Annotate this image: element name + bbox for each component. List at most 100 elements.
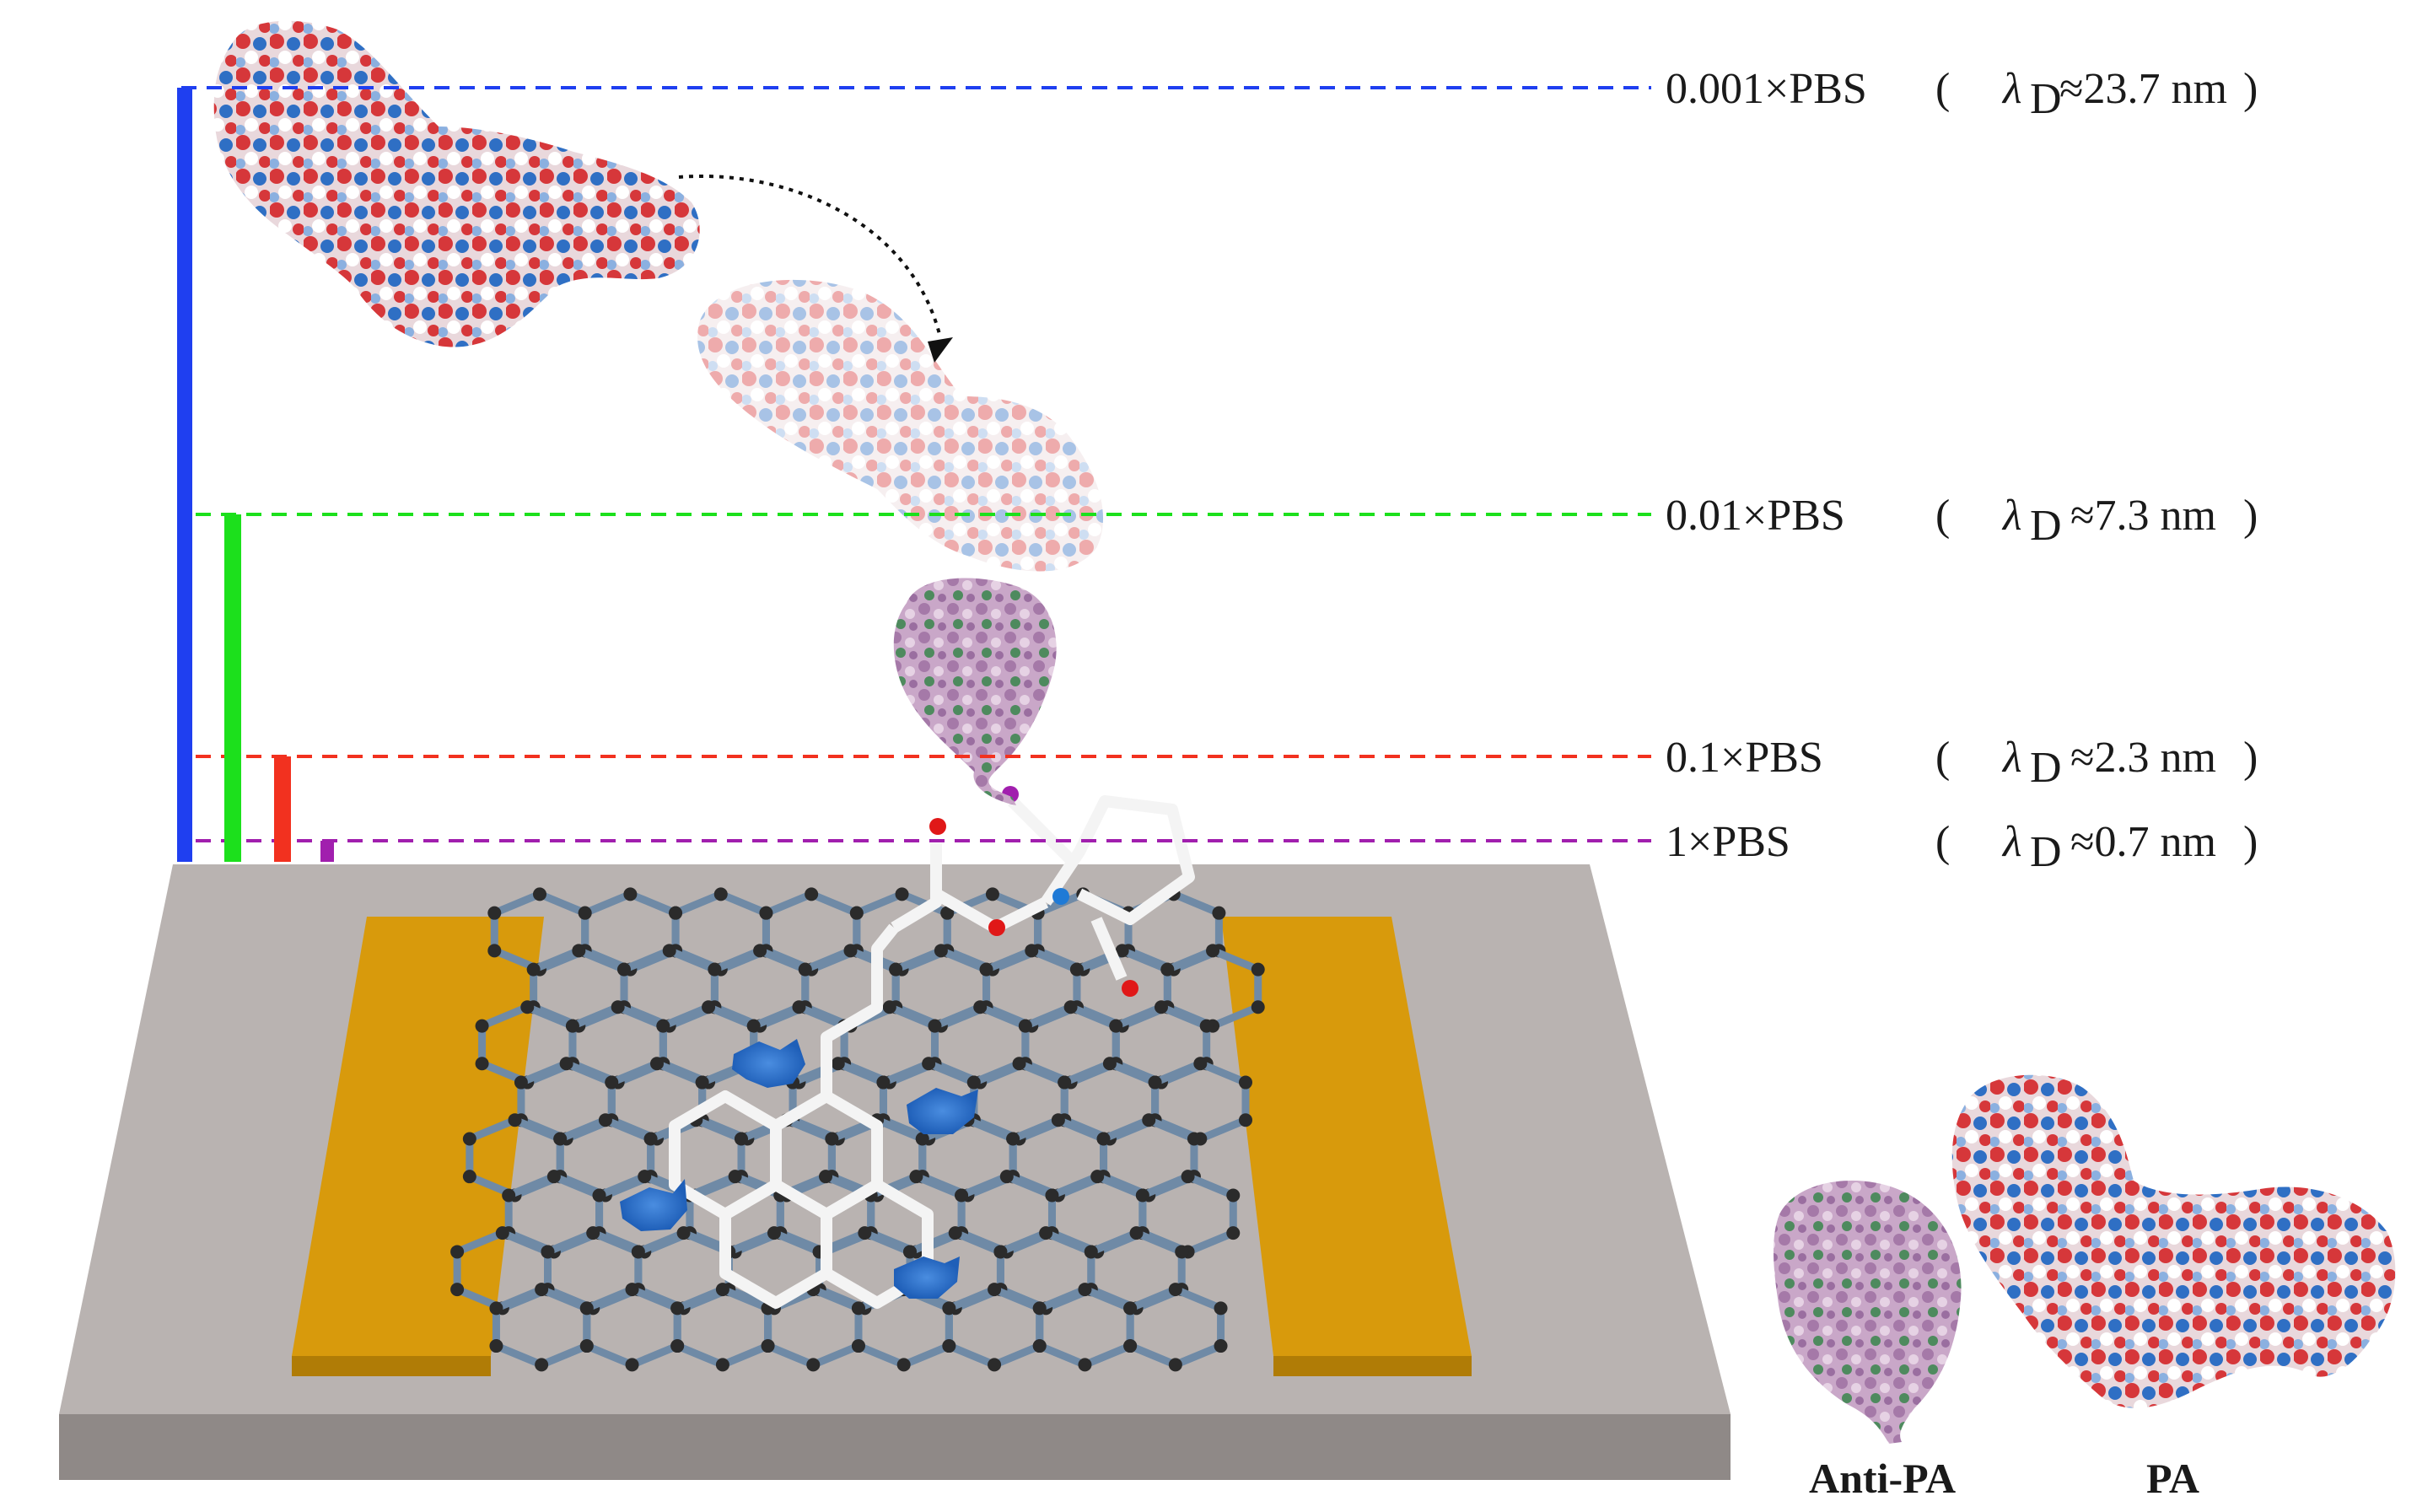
carbon-atom — [656, 1019, 670, 1033]
carbon-atom — [559, 1057, 573, 1071]
carbon-atom — [1069, 962, 1084, 977]
carbon-atom — [1212, 906, 1226, 920]
svg-text:(: ( — [1935, 818, 1950, 866]
carbon-atom — [806, 1358, 821, 1372]
carbon-atom — [520, 1000, 535, 1014]
svg-text:): ) — [2243, 818, 2258, 866]
carbon-atom — [753, 944, 767, 958]
svg-text:λ: λ — [2001, 65, 2022, 113]
carbon-atom — [876, 1075, 891, 1090]
pyrene-anchor — [669, 795, 1195, 1309]
carbon-atom — [1078, 1283, 1092, 1297]
carbon-atom — [988, 1283, 1002, 1297]
svg-text:≈23.7 nm: ≈23.7 nm — [2059, 65, 2227, 113]
svg-text:D: D — [2030, 75, 2062, 123]
legend-antibody — [1774, 1181, 1962, 1444]
carbon-atom — [1025, 944, 1039, 958]
carbon-atom — [578, 906, 592, 920]
carbon-atom — [1039, 1226, 1053, 1240]
carbon-atom — [508, 1113, 522, 1127]
carbon-atom — [487, 906, 502, 920]
carbon-atom — [708, 962, 722, 977]
svg-text:0.1×PBS: 0.1×PBS — [1666, 734, 1823, 782]
carbon-atom — [940, 906, 955, 920]
binding-arrow — [678, 175, 942, 338]
carbon-atom — [1168, 1358, 1182, 1372]
drain-electrode — [1221, 917, 1472, 1356]
surface-blobs — [620, 1039, 978, 1299]
carbon-atom — [487, 944, 502, 958]
carbon-atom — [1018, 1019, 1032, 1033]
carbon-atom — [979, 962, 993, 977]
carbon-atom — [605, 1075, 619, 1090]
level-label-01: 0.1×PBS ( λ D ≈2.3 nm ) — [1666, 734, 2258, 792]
carbon-atom — [948, 1226, 962, 1240]
carbon-atom — [649, 1057, 664, 1071]
carbon-atom — [713, 887, 728, 901]
carbon-atom — [966, 1075, 981, 1090]
carbon-atom — [475, 1057, 489, 1071]
carbon-atom — [1045, 1188, 1059, 1203]
legend-pa-protein — [1951, 1074, 2396, 1408]
carbon-atom — [535, 1283, 549, 1297]
carbon-atom — [903, 1245, 918, 1259]
carbon-atom — [1123, 1301, 1138, 1316]
svg-text:): ) — [2243, 734, 2258, 782]
carbon-atom — [702, 1000, 716, 1014]
level-label-001: 0.01×PBS ( λ D ≈7.3 nm ) — [1666, 492, 2258, 550]
carbon-atom — [450, 1283, 465, 1297]
carbon-atom — [1226, 1226, 1241, 1240]
svg-text:): ) — [2243, 65, 2258, 113]
carbon-atom — [533, 887, 546, 901]
carbon-atom — [670, 1339, 685, 1353]
carbon-atom — [761, 1339, 775, 1353]
svg-text:1×PBS: 1×PBS — [1666, 818, 1790, 866]
svg-text:D: D — [2030, 502, 2062, 550]
carbon-atom — [572, 944, 586, 958]
carbon-atom — [1154, 1000, 1168, 1014]
carbon-atom — [489, 1339, 503, 1353]
svg-text:≈0.7 nm: ≈0.7 nm — [2070, 818, 2216, 866]
carbon-atom — [895, 887, 909, 901]
carbon-atom — [1102, 1057, 1117, 1071]
source-electrode-side — [292, 1356, 491, 1376]
bar-001 — [224, 514, 241, 862]
carbon-atom — [825, 1132, 839, 1146]
carbon-atom — [553, 1132, 568, 1146]
svg-text:(: ( — [1935, 65, 1950, 113]
carbon-atom — [735, 1132, 749, 1146]
carbon-atom — [546, 1170, 561, 1184]
carbon-atom — [625, 1358, 639, 1372]
carbon-atom — [792, 1000, 806, 1014]
carbon-atom — [909, 1170, 923, 1184]
svg-text:0.001×PBS: 0.001×PBS — [1666, 65, 1867, 113]
carbon-atom — [843, 944, 858, 958]
carbon-atom — [1078, 1358, 1092, 1372]
bar-0001 — [177, 88, 192, 862]
carbon-atom — [586, 1226, 600, 1240]
legend-label-pa: PA — [2146, 1455, 2199, 1502]
carbon-atom — [955, 1188, 969, 1203]
carbon-atom — [1032, 1301, 1047, 1316]
svg-text:(: ( — [1935, 492, 1950, 540]
carbon-atom — [541, 1245, 555, 1259]
linker-atoms — [929, 786, 1138, 997]
carbon-atom — [1129, 1226, 1144, 1240]
svg-text:(: ( — [1935, 734, 1950, 782]
carbon-atom — [1251, 962, 1265, 977]
carbon-atom — [1123, 1339, 1138, 1353]
svg-text:D: D — [2030, 828, 2062, 876]
carbon-atom — [669, 906, 683, 920]
drain-electrode-side — [1273, 1356, 1472, 1376]
carbon-atom — [1206, 944, 1220, 958]
carbon-atom — [1051, 1113, 1065, 1127]
carbon-atom — [934, 944, 948, 958]
svg-text:0.01×PBS: 0.01×PBS — [1666, 492, 1845, 540]
carbon-atom — [759, 906, 773, 920]
carbon-atom — [1214, 1339, 1228, 1353]
carbon-atom — [767, 1226, 781, 1240]
svg-text:λ: λ — [2001, 734, 2022, 782]
bar-1 — [320, 841, 334, 862]
svg-text:D: D — [2030, 744, 2062, 792]
